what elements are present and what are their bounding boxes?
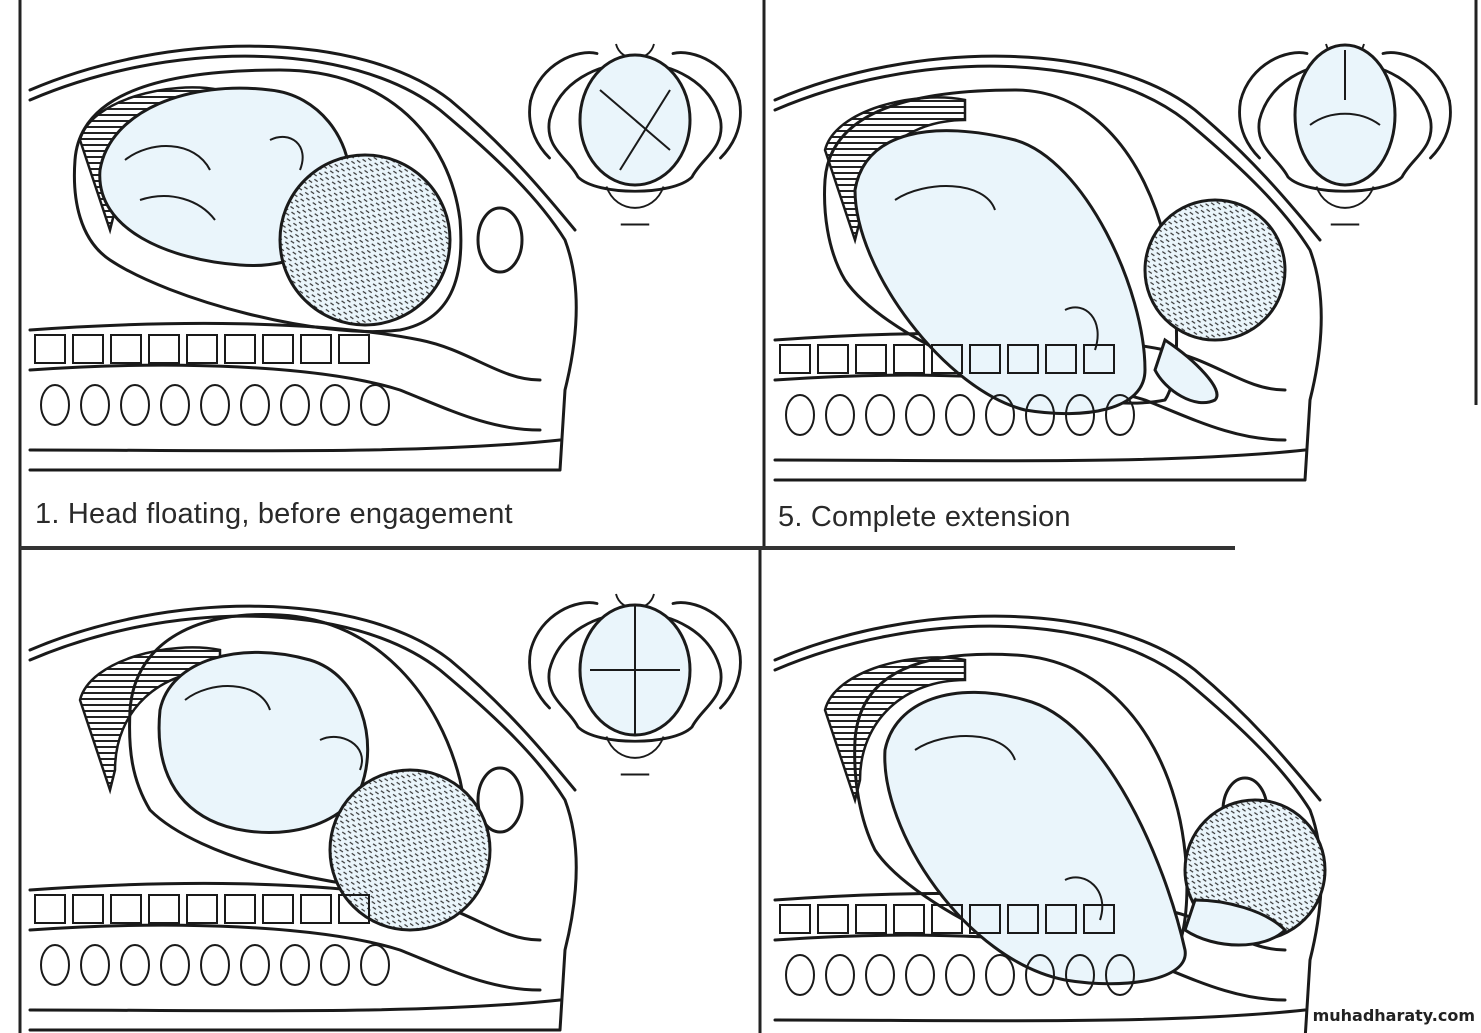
vertebra (1045, 344, 1077, 374)
bowel-loop (40, 944, 70, 986)
watermark: muhadharaty.com (1312, 1006, 1475, 1025)
vertebra (186, 894, 218, 924)
panel-1-caption: 1. Head floating, before engagement (35, 498, 513, 530)
bowel-loop (985, 954, 1015, 996)
bowel-loop (200, 384, 230, 426)
bowel-loop (865, 954, 895, 996)
vertebra (1083, 344, 1115, 374)
bowel-loop (120, 944, 150, 986)
panel-bottom-left-illustration (28, 592, 742, 1032)
bowel-loop (320, 384, 350, 426)
bowel-loop (905, 954, 935, 996)
bowel-loop (865, 394, 895, 436)
vertebra (779, 344, 811, 374)
bowel-loop (120, 384, 150, 426)
bowel-loop (1105, 954, 1135, 996)
vertebra (893, 344, 925, 374)
bowel-loop (360, 944, 390, 986)
vertebra (1083, 904, 1115, 934)
vertebra (72, 894, 104, 924)
bowel-loop (985, 394, 1015, 436)
vertebra (338, 334, 370, 364)
vertebra (262, 894, 294, 924)
vertebra (817, 344, 849, 374)
bowel-loop (785, 394, 815, 436)
vertebra (969, 344, 1001, 374)
vertebra (72, 334, 104, 364)
bowel-loop (1105, 394, 1135, 436)
vertebra (262, 334, 294, 364)
bowel-loop (825, 394, 855, 436)
bowel-loop (280, 944, 310, 986)
vertebra (300, 894, 332, 924)
vertebra (224, 894, 256, 924)
vertebra (34, 894, 66, 924)
bowel-loop (160, 384, 190, 426)
bowel-loop (945, 954, 975, 996)
vertebra (1007, 904, 1039, 934)
bowel-loop (1065, 954, 1095, 996)
panel-bottom-right-illustration (773, 614, 1327, 1033)
vertebra (969, 904, 1001, 934)
vertebra (300, 334, 332, 364)
vertebra (779, 904, 811, 934)
panel-5-illustration (773, 42, 1452, 482)
bowel-loop (80, 944, 110, 986)
vertebra (1045, 904, 1077, 934)
bowel-loop (905, 394, 935, 436)
bowel-loop (240, 384, 270, 426)
bowel-loop (1025, 394, 1055, 436)
bowel-loop (200, 944, 230, 986)
vertebra (110, 334, 142, 364)
vertebra (855, 904, 887, 934)
bowel-loop (1065, 394, 1095, 436)
vertebra (34, 334, 66, 364)
bowel-loop (360, 384, 390, 426)
vertebra (855, 344, 887, 374)
vertebra (110, 894, 142, 924)
vertebra (224, 334, 256, 364)
vertebra (1007, 344, 1039, 374)
bowel-loop (280, 384, 310, 426)
bowel-loop (320, 944, 350, 986)
bowel-loop (785, 954, 815, 996)
bowel-loop (160, 944, 190, 986)
vertebra (338, 894, 370, 924)
bowel-loop (240, 944, 270, 986)
vertebra (931, 904, 963, 934)
bowel-loop (1025, 954, 1055, 996)
vertebra (186, 334, 218, 364)
vertebra (893, 904, 925, 934)
bowel-loop (40, 384, 70, 426)
vertebra (931, 344, 963, 374)
vertebra (817, 904, 849, 934)
bowel-loop (825, 954, 855, 996)
bowel-loop (80, 384, 110, 426)
panel-5-caption: 5. Complete extension (778, 501, 1071, 533)
panel-1-illustration (28, 42, 742, 472)
vertebra (148, 894, 180, 924)
vertebra (148, 334, 180, 364)
bowel-loop (945, 394, 975, 436)
